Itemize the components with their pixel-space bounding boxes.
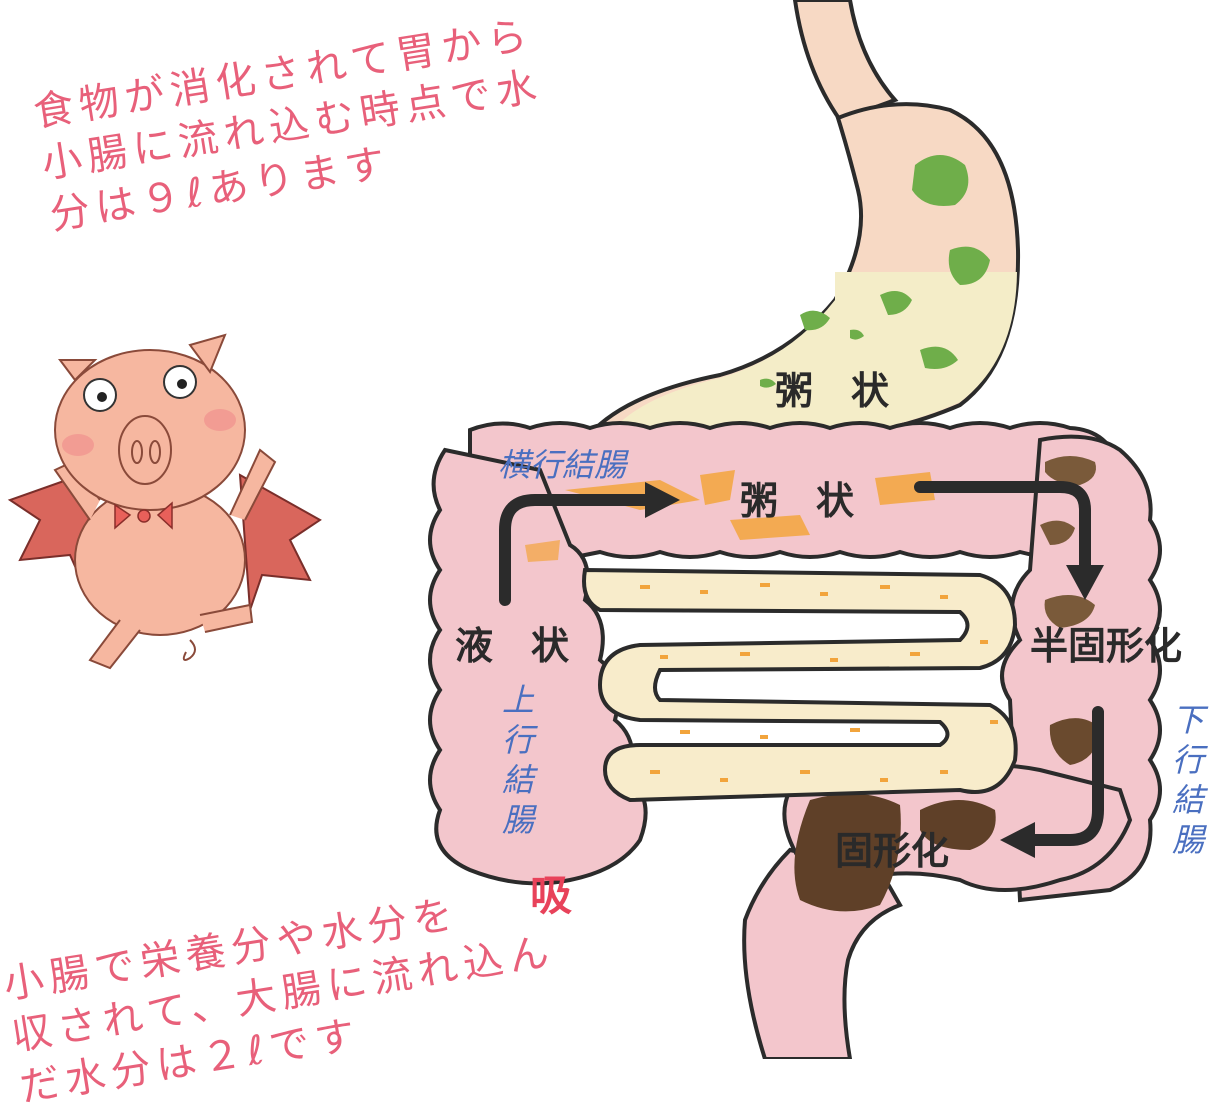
- food-piece: [912, 155, 968, 206]
- chyme-streak: [700, 470, 735, 505]
- pig-leg-left: [90, 620, 140, 668]
- pig-cheek-left: [62, 434, 94, 456]
- ascending-colon-label: 上行結腸: [500, 680, 536, 840]
- absorb-highlight: 吸: [530, 862, 572, 923]
- esophagus: [795, 0, 895, 120]
- sigmoid-state-label: 固形化: [835, 820, 949, 875]
- pig-pupil-left: [97, 392, 107, 402]
- pig-pupil-right: [177, 379, 187, 389]
- small-intestine-coil: [584, 570, 1016, 800]
- descending-colon-label: 下行結腸: [1170, 700, 1206, 860]
- pig-tail: [184, 640, 195, 660]
- pig-cheek-right: [204, 409, 236, 431]
- pig-mascot: [10, 335, 320, 668]
- stomach-state-label: 粥 状: [775, 360, 889, 415]
- descending-state-label: 半固形化: [1030, 615, 1182, 670]
- pig-bowtie-knot: [138, 510, 150, 522]
- transverse-state-label: 粥 状: [740, 470, 854, 525]
- pig-snout: [119, 416, 171, 484]
- transverse-colon-label: 横行結腸: [498, 440, 626, 486]
- ascending-state-label: 液 状: [455, 615, 569, 670]
- small-intestine: [584, 570, 1016, 800]
